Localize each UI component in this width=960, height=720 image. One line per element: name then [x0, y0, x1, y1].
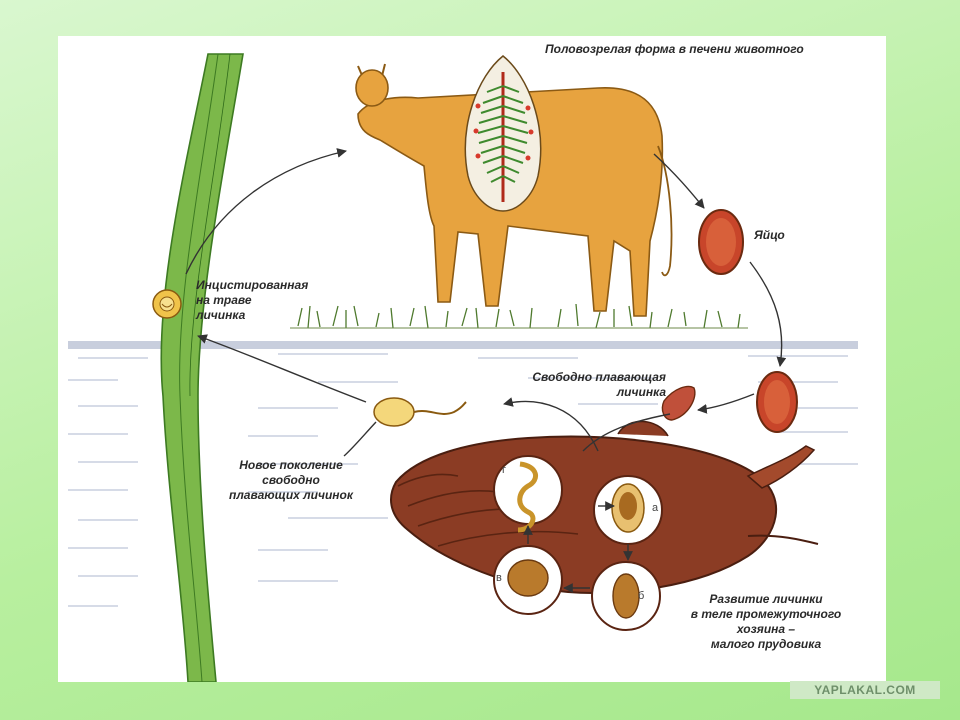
- development-line-4: малого прудовика: [710, 637, 822, 651]
- encysted-larva-label: Инцистированная на траве личинка: [196, 278, 308, 323]
- life-cycle-diagram: [68, 53, 858, 682]
- new-generation-line-1: Новое поколение: [239, 458, 343, 472]
- new-generation-line-2: свободно: [262, 473, 320, 487]
- liver-fluke-icon: [464, 55, 542, 212]
- miracidium-icon: [661, 385, 696, 421]
- stage-circles: [493, 455, 663, 631]
- free-swimming-line-1: Свободно плавающая: [532, 370, 666, 384]
- pasture-grass: [290, 303, 748, 329]
- stage-g-label: г: [502, 464, 507, 476]
- water: [68, 341, 858, 607]
- development-line-3: хозяина –: [736, 622, 796, 636]
- snail-icon: [390, 420, 819, 594]
- site-watermark: YAPLAKAL.COM: [790, 681, 940, 699]
- free-swimming-larva-label: Свободно плавающая личинка: [516, 370, 666, 400]
- development-label: Развитие личинки в теле промежуточного х…: [678, 592, 854, 652]
- new-generation-line-3: плавающих личинок: [229, 488, 353, 502]
- cercaria-icon: [373, 397, 467, 427]
- encysted-line-3: личинка: [196, 308, 246, 322]
- cycle-arrows: [185, 148, 787, 593]
- new-generation-label: Новое поколение свободно плавающих личин…: [216, 458, 366, 503]
- grass-blade-icon: [160, 53, 244, 682]
- diagram-panel: Половозрелая форма в печени животного Яй…: [58, 36, 886, 682]
- egg-label: Яйцо: [754, 228, 785, 242]
- encysted-line-2: на траве: [196, 293, 252, 307]
- stage-a-label: а: [652, 502, 659, 514]
- development-line-1: Развитие личинки: [709, 592, 823, 606]
- stage-b-label: б: [638, 590, 645, 602]
- encysted-line-1: Инцистированная: [196, 278, 309, 292]
- stage-v-label: в: [496, 572, 502, 584]
- free-swimming-line-2: личинка: [616, 385, 666, 399]
- development-line-2: в теле промежуточного: [690, 607, 842, 621]
- egg-icon: [698, 209, 744, 275]
- cyst-icon: [152, 289, 182, 319]
- egg-in-water-icon: [756, 371, 798, 433]
- adult-form-label: Половозрелая форма в печени животного: [545, 42, 804, 56]
